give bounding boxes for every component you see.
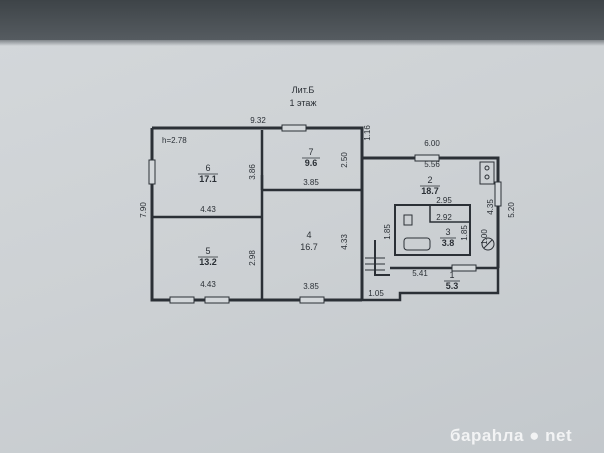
room-4-area: 16.7 [300, 242, 318, 252]
dim-r3-height: 1.85 [460, 225, 469, 241]
dim-ceiling-height: h=2.78 [162, 136, 187, 145]
dim-r2-inner: 5.56 [424, 160, 440, 169]
paper-edge-shadow [0, 40, 604, 46]
boiler-icon [481, 237, 495, 251]
plan-floor-label: 1 этаж [290, 98, 317, 108]
walls [150, 126, 500, 302]
room-3-number: 3 [445, 227, 450, 237]
dim-r4-width: 3.85 [303, 282, 319, 291]
room-2-number: 2 [427, 175, 432, 185]
bathtub-icon [403, 237, 431, 251]
dim-r3-outer: 2.95 [436, 196, 452, 205]
dim-small-right: 1.00 [480, 229, 489, 245]
dim-r1-small: 1.05 [368, 289, 384, 298]
room-6-number: 6 [205, 163, 210, 173]
room-3-area: 3.8 [442, 238, 455, 248]
dim-corridor-height: 1.85 [383, 224, 392, 240]
dim-right-outer: 5.20 [507, 202, 516, 218]
plan-lit-label: Лит.Б [292, 85, 315, 95]
room-1-area: 5.3 [446, 281, 459, 291]
stove-icon [479, 161, 495, 185]
fixtures [365, 161, 495, 271]
dim-r7-width: 3.85 [303, 178, 319, 187]
toilet-icon [403, 214, 413, 226]
room-7-area: 9.6 [305, 158, 318, 168]
dim-r5-height: 2.98 [248, 250, 257, 266]
dim-left-height: 7.90 [139, 202, 148, 218]
room-2-area: 18.7 [421, 186, 439, 196]
dimension-labels: 9.32 h=2.78 7.90 4.43 3.86 2.50 3.85 4.4… [139, 116, 516, 298]
dim-r2-outer: 6.00 [424, 139, 440, 148]
dim-r7-height: 2.50 [340, 152, 349, 168]
room-5-number: 5 [205, 246, 210, 256]
dim-r1-width: 5.41 [412, 269, 428, 278]
room-6-area: 17.1 [199, 174, 217, 184]
windows [148, 124, 502, 304]
room-4-number: 4 [306, 230, 311, 240]
dim-r3-inner: 2.92 [436, 213, 452, 222]
dim-r4-height: 4.33 [340, 234, 349, 250]
room-5-area: 13.2 [199, 257, 217, 267]
stairs-icon [365, 257, 385, 271]
dim-small-gap: 1.16 [363, 125, 372, 141]
site-watermark: бараhла ● net [450, 426, 573, 445]
room-7-number: 7 [308, 147, 313, 157]
room-1-number: 1 [449, 270, 454, 280]
room-labels: 6 17.1 7 9.6 5 13.2 4 16.7 2 18.7 3 3.8 … [198, 147, 460, 291]
dim-top-width: 9.32 [250, 116, 266, 125]
paper-sheet [0, 40, 604, 453]
dim-r5-width: 4.43 [200, 280, 216, 289]
dim-r6-width: 4.43 [200, 205, 216, 214]
dim-right-inner: 4.35 [486, 199, 495, 215]
dim-r6-height: 3.86 [248, 164, 257, 180]
